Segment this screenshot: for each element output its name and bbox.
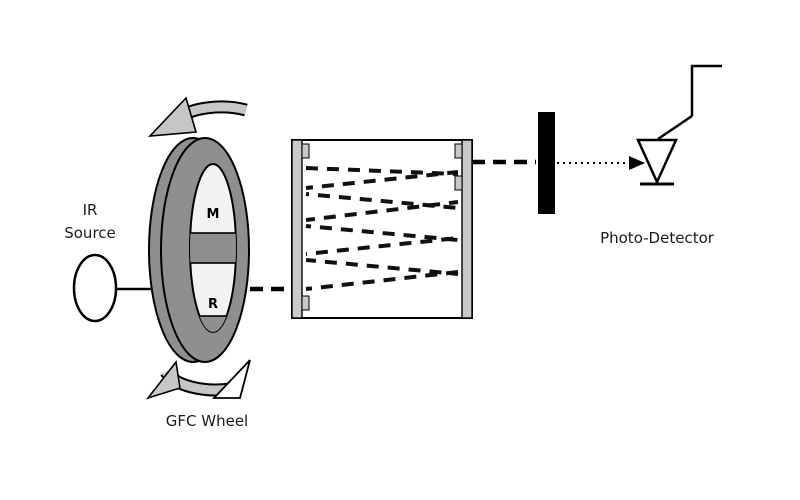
mirror-tab-top-right — [454, 143, 463, 159]
ir-source-label-line1: IR — [83, 201, 98, 219]
rotation-arrow-top — [147, 96, 248, 137]
mirror-tab-bottom-left — [301, 295, 310, 311]
rotation-arrowhead-top — [147, 96, 198, 137]
rotation-arrow-bottom — [145, 359, 251, 400]
photodiode-symbol — [636, 64, 722, 186]
gfc-wheel: M R — [148, 137, 250, 363]
gas-cell — [291, 139, 473, 319]
detector-beam-dotted — [557, 156, 645, 170]
gas-cell-body — [291, 139, 473, 319]
mirror-tab-top-left — [301, 143, 310, 159]
photodiode-triangle — [636, 138, 678, 186]
ir-source-label-line2: Source — [64, 224, 116, 242]
gfc-wheel-label: GFC Wheel — [166, 412, 248, 430]
detector-wire — [690, 64, 722, 116]
wheel-label-r: R — [208, 297, 218, 312]
multipass-beam — [305, 166, 459, 291]
wheel-spoke-band — [190, 232, 236, 264]
photo-detector-label: Photo-Detector — [600, 229, 715, 247]
optical-filter-bar — [538, 112, 555, 214]
gas-cell-wall-left — [291, 139, 303, 319]
mirror-tab-mid-right — [454, 175, 463, 191]
rotation-arrowhead-bottom-right — [211, 359, 251, 399]
detector-beam-arrowhead — [629, 156, 645, 170]
detector-wire-diagonal — [657, 114, 693, 141]
gas-cell-wall-right — [461, 139, 473, 319]
wheel-label-m: M — [207, 207, 220, 222]
rotation-arrowhead-bottom-left — [145, 360, 181, 400]
ir-source-lamp — [72, 253, 118, 323]
